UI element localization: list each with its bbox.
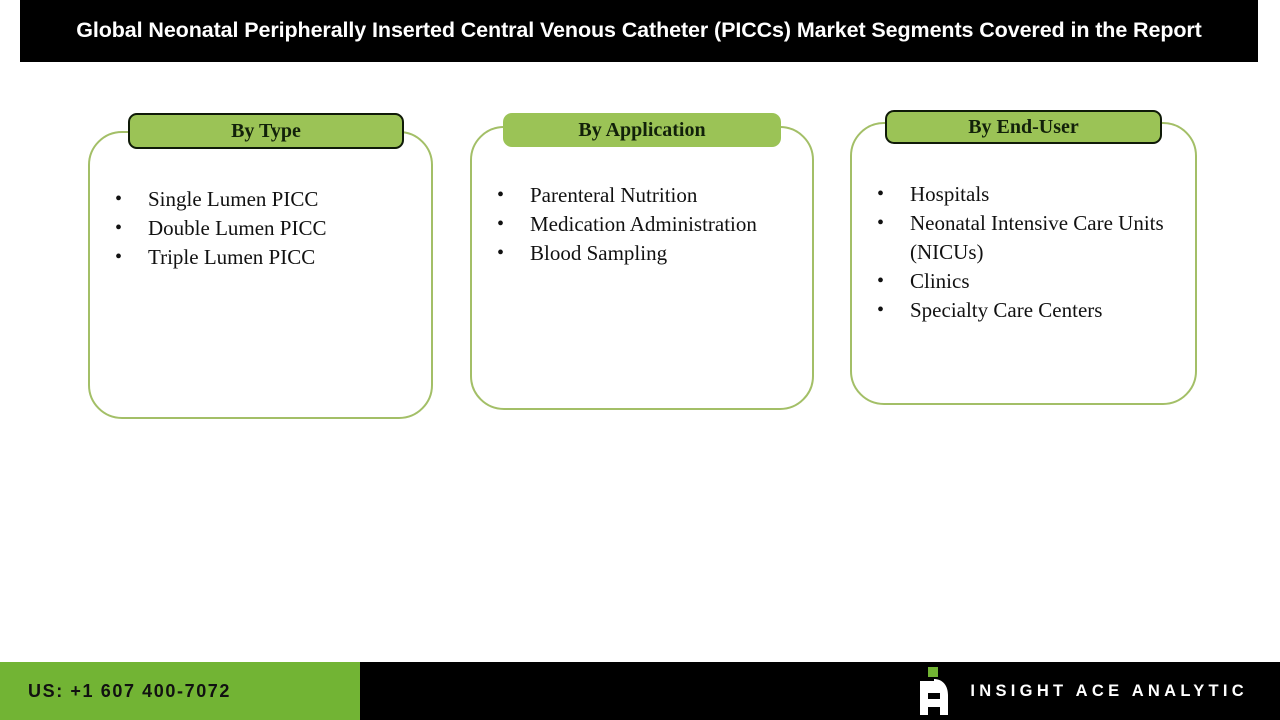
list-item: Triple Lumen PICC <box>115 243 415 272</box>
brand-lockup: INSIGHT ACE ANALYTIC <box>916 662 1248 720</box>
segment-card-title: By Application <box>578 118 706 141</box>
segment-card-by-type <box>88 131 433 419</box>
list-item: Double Lumen PICC <box>115 214 415 243</box>
segment-card-header-by-type: By Type <box>128 113 404 149</box>
list-item: Hospitals <box>877 180 1187 209</box>
segment-list-by-end-user: Hospitals Neonatal Intensive Care Units … <box>877 180 1187 325</box>
list-item: Neonatal Intensive Care Units (NICUs) <box>877 209 1187 267</box>
brand-name: INSIGHT ACE ANALYTIC <box>970 681 1248 700</box>
segment-list-by-application: Parenteral Nutrition Medication Administ… <box>497 181 802 268</box>
segment-card-header-by-end-user: By End-User <box>885 110 1162 144</box>
list-item: Clinics <box>877 267 1187 296</box>
list-item: Single Lumen PICC <box>115 185 415 214</box>
insight-ace-a-logo-icon <box>916 667 952 715</box>
list-item: Medication Administration <box>497 210 802 239</box>
page-title: Global Neonatal Peripherally Inserted Ce… <box>76 18 1202 43</box>
header-bar: Global Neonatal Peripherally Inserted Ce… <box>20 0 1258 62</box>
segment-card-header-by-application: By Application <box>503 113 781 147</box>
segment-card-title: By Type <box>231 119 301 142</box>
list-item: Parenteral Nutrition <box>497 181 802 210</box>
footer-bar: US: +1 607 400-7072 INSIGHT ACE ANALYTIC <box>0 662 1280 720</box>
segment-card-by-application <box>470 126 814 410</box>
segment-list-by-type: Single Lumen PICC Double Lumen PICC Trip… <box>115 185 415 272</box>
segment-card-title: By End-User <box>968 115 1079 138</box>
footer-contact-block: US: +1 607 400-7072 <box>0 662 360 720</box>
list-item: Blood Sampling <box>497 239 802 268</box>
footer-phone-number[interactable]: US: +1 607 400-7072 <box>28 680 232 701</box>
list-item: Specialty Care Centers <box>877 296 1187 325</box>
